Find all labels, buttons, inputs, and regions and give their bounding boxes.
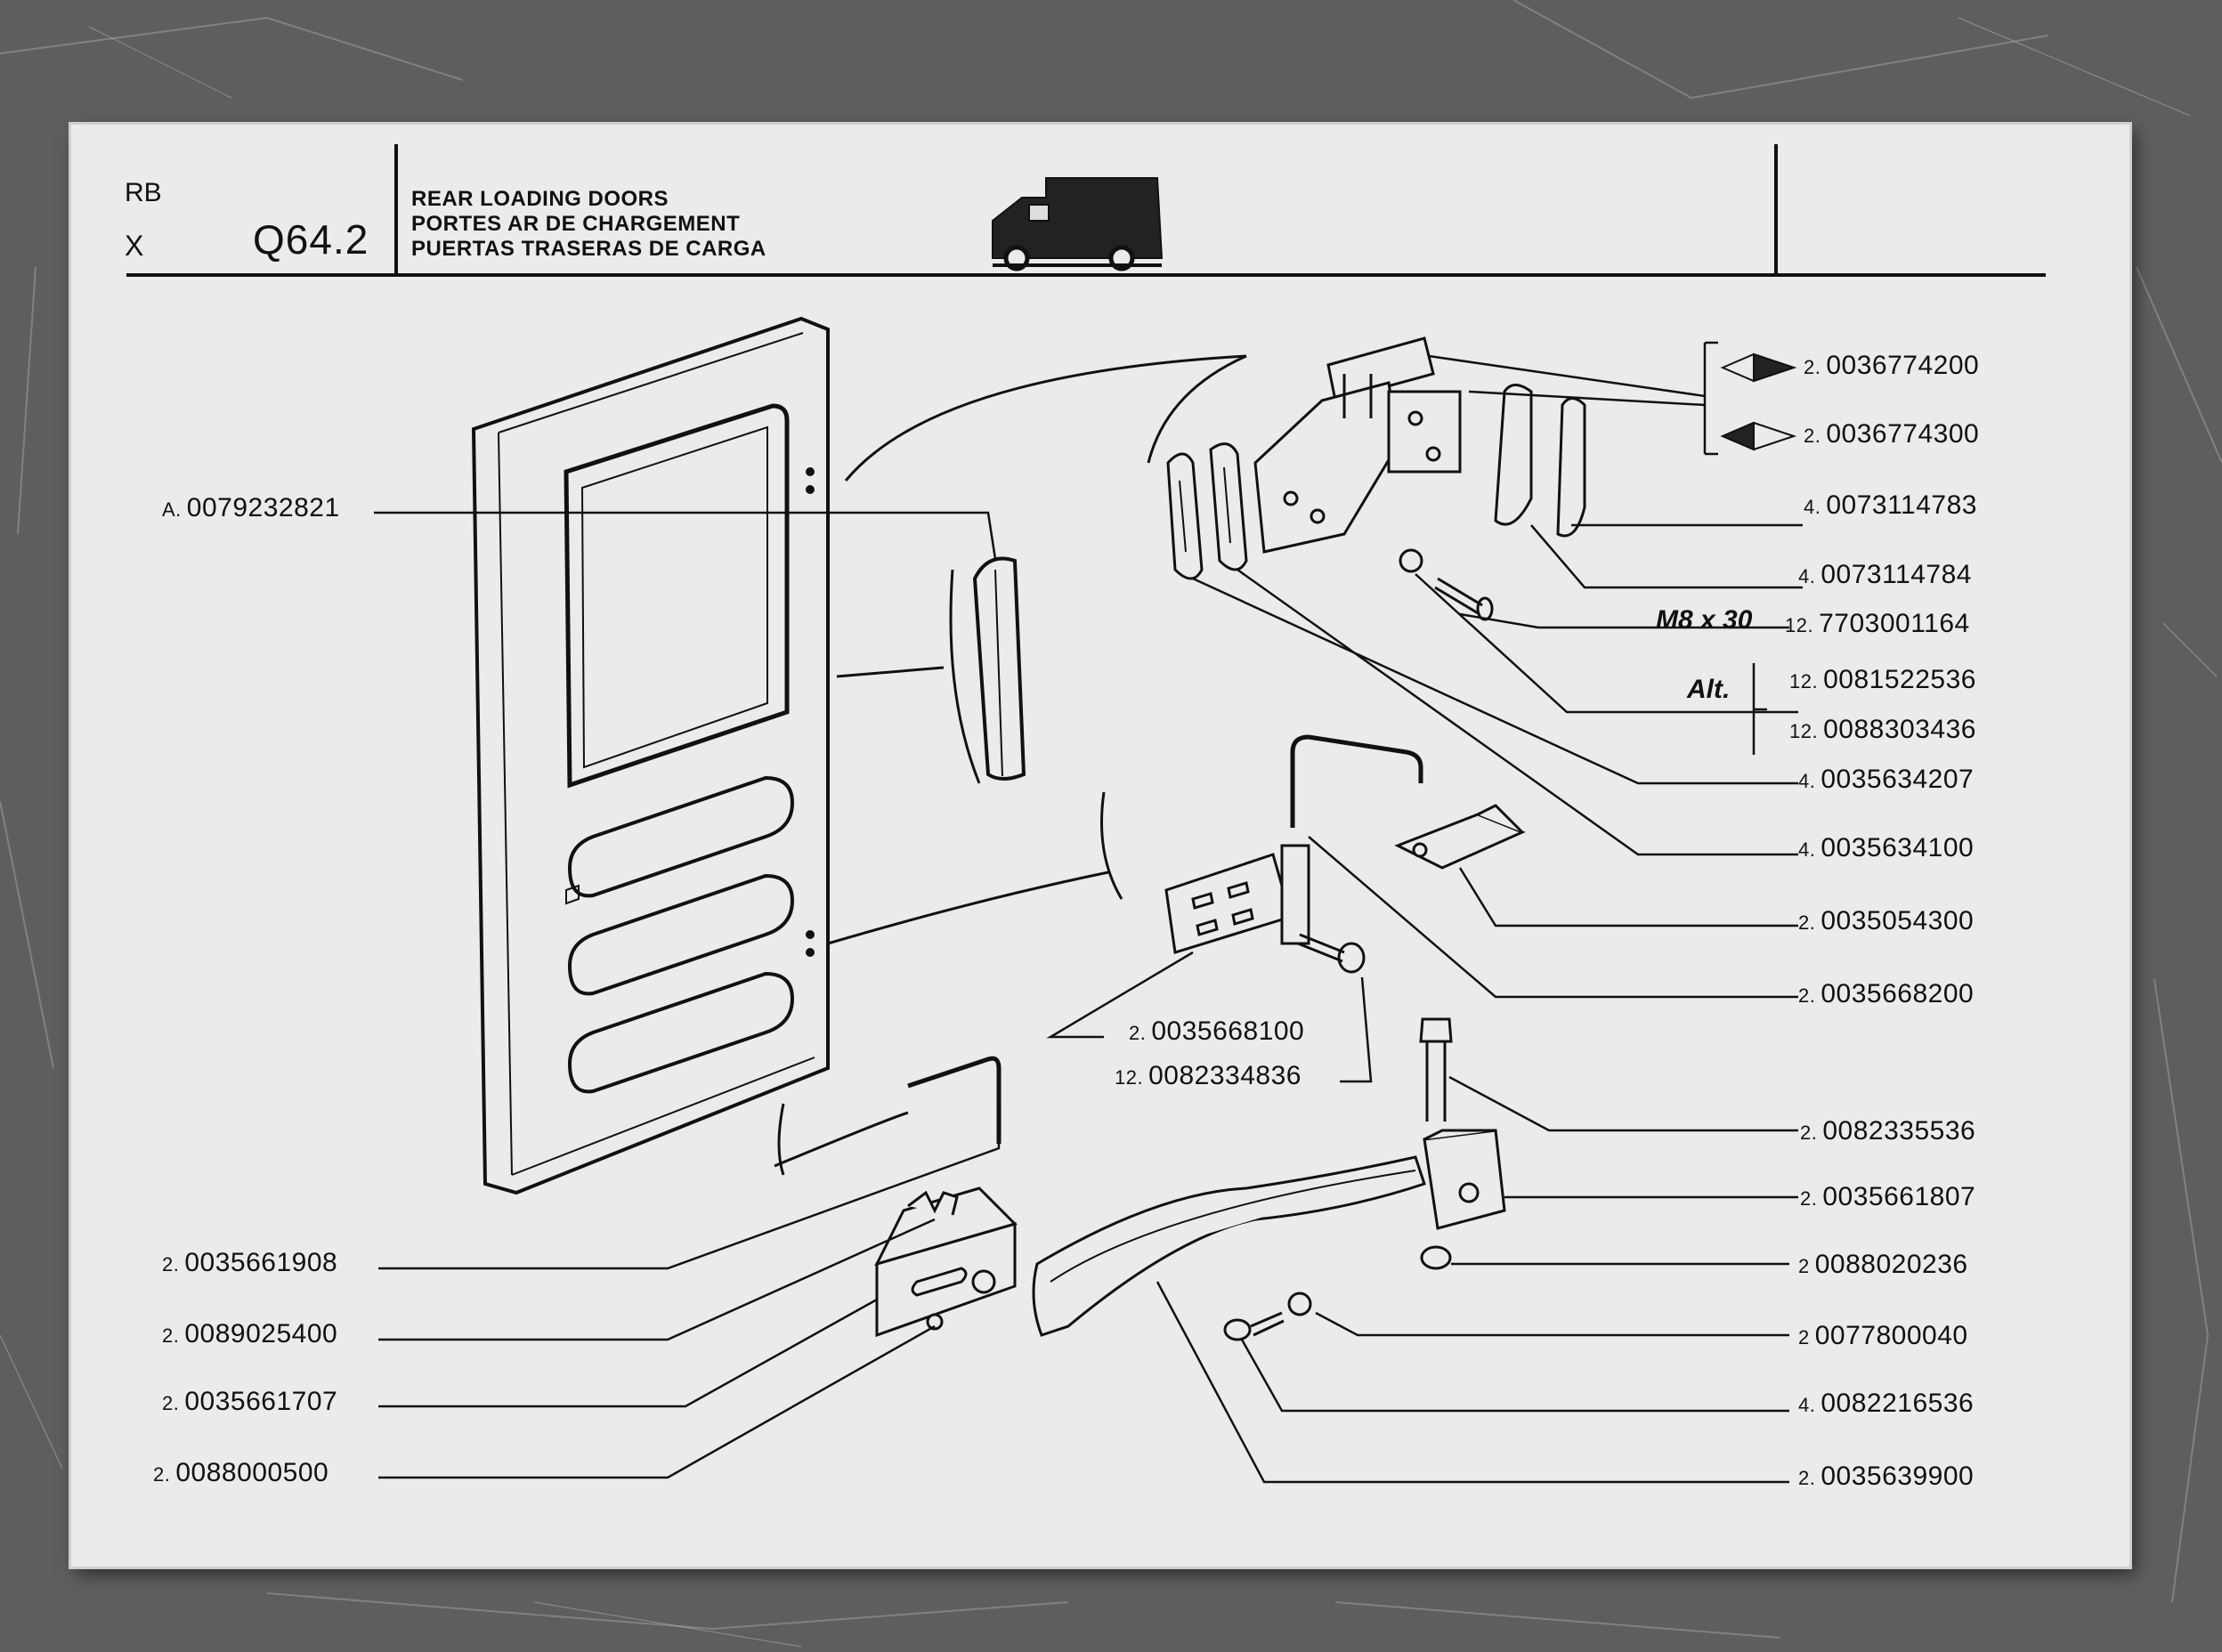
part-label: 2.0082335536: [1800, 1116, 1976, 1146]
nut: [1420, 1245, 1452, 1270]
van-icon: [992, 177, 1164, 271]
lower-hinge-pin: [907, 1056, 1002, 1144]
hinge-pin: [1290, 734, 1423, 828]
hinge-bolt: [1399, 548, 1494, 621]
reference-code: Q64.2: [253, 216, 369, 263]
hinge-shims: [1166, 442, 1248, 580]
part-label: 2.0035054300: [1798, 906, 1975, 935]
part-label: 4.0073114784: [1798, 560, 1972, 589]
part-label: 4.0082216536: [1798, 1389, 1975, 1418]
strap-bracket: [1423, 1129, 1506, 1230]
left-right-markers: [1720, 352, 1797, 451]
vertical-bolt: [1419, 1017, 1453, 1122]
part-label: 2.0035661807: [1800, 1182, 1976, 1211]
title-french: PORTES AR DE CHARGEMENT: [411, 212, 741, 236]
part-label: 12.0088303436: [1789, 715, 1976, 744]
alt-note: Alt.: [1687, 675, 1731, 704]
part-label: 2.0036774200: [1804, 351, 1980, 380]
title-spanish: PUERTAS TRASERAS DE CARGA: [411, 237, 766, 261]
part-label: 4.0073114783: [1804, 490, 1977, 520]
part-label: 4.0035634100: [1798, 833, 1975, 862]
middle-hinge: [1164, 844, 1310, 954]
part-label: 2.0035668100: [1129, 1016, 1305, 1046]
bolt-size-note: M8 x 30: [1656, 605, 1753, 635]
rear-door-panel: [471, 316, 830, 1195]
check-strap-plates: [1494, 384, 1586, 538]
part-label: A.0079232821: [162, 493, 340, 522]
part-label: 2.0035661908: [162, 1248, 338, 1277]
strike-bracket: [1394, 804, 1526, 870]
middle-hinge-bolt: [1297, 933, 1366, 974]
code-x: X: [125, 230, 144, 262]
lower-hinge-bracket: [874, 1186, 1018, 1338]
part-label: 2.0088000500: [153, 1458, 329, 1487]
strap-screw: [1223, 1292, 1312, 1341]
part-label: 2.0036774300: [1804, 419, 1980, 449]
leader-lines: [374, 341, 1803, 1484]
part-label: 2.0035668200: [1798, 979, 1975, 1008]
part-label: 12.0081522536: [1789, 665, 1976, 694]
part-label: 4.0035634207: [1798, 765, 1975, 794]
part-label: 2.0035661707: [162, 1387, 338, 1416]
part-label: 2.0089025400: [162, 1319, 338, 1348]
part-label: 2.0035639900: [1798, 1462, 1975, 1491]
part-label: 12.7703001164: [1785, 609, 1970, 638]
door-seal: [972, 556, 1026, 781]
code-rb: RB: [125, 178, 162, 207]
check-strap: [1032, 1155, 1426, 1337]
upper-hinge: [1253, 336, 1462, 554]
title-english: REAR LOADING DOORS: [411, 187, 669, 211]
part-label: 12.0082334836: [1115, 1061, 1302, 1090]
